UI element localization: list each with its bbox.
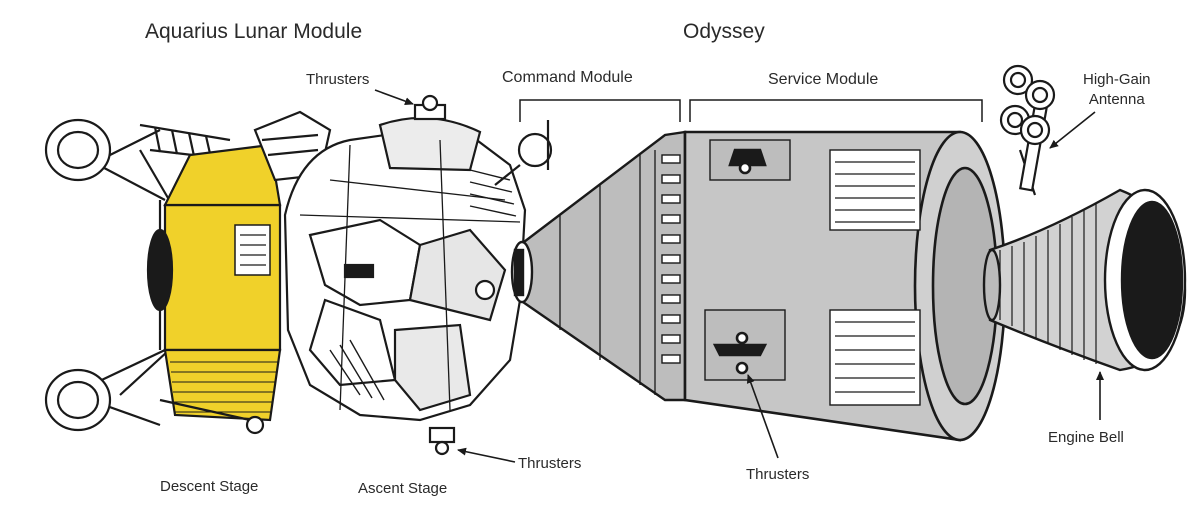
- high-gain-antenna-label: High-Gain Antenna: [1083, 70, 1151, 110]
- ascent-stage-label: Ascent Stage: [358, 480, 448, 497]
- high-gain-antenna-line-2: Antenna: [1088, 91, 1145, 108]
- service-module-drawing: [683, 130, 1007, 442]
- label-brackets: [519, 99, 983, 122]
- label-arrows: [374, 89, 1104, 463]
- high-gain-antenna-drawing: [999, 64, 1056, 196]
- ascent-stage-drawing: [283, 94, 553, 456]
- thrusters-bottom-center-arrow: [746, 374, 779, 459]
- command-module-drawing: [510, 130, 687, 402]
- thrusters-top-label: Thrusters: [306, 71, 370, 88]
- descent-stage-label: Descent Stage: [160, 478, 259, 495]
- command-module-bracket: [519, 99, 681, 122]
- thrusters-bottom-left-label: Thrusters: [518, 455, 582, 472]
- thrusters-top-arrow: [374, 89, 414, 105]
- thrusters-bottom-left-arrow: [457, 447, 516, 463]
- high-gain-antenna-line-1: High-Gain: [1083, 71, 1151, 88]
- csm-title: Odyssey: [683, 20, 765, 43]
- engine-bell-drawing: [982, 188, 1187, 372]
- thrusters-bottom-center-label: Thrusters: [746, 466, 810, 483]
- command-module-label: Command Module: [502, 69, 633, 86]
- descent-stage-drawing: [44, 110, 332, 435]
- engine-bell-label: Engine Bell: [1048, 429, 1124, 446]
- lunar-module-title: Aquarius Lunar Module: [145, 20, 363, 43]
- service-module-bracket: [689, 99, 983, 122]
- service-module-label: Service Module: [768, 71, 879, 88]
- high-gain-antenna-arrow: [1049, 111, 1096, 149]
